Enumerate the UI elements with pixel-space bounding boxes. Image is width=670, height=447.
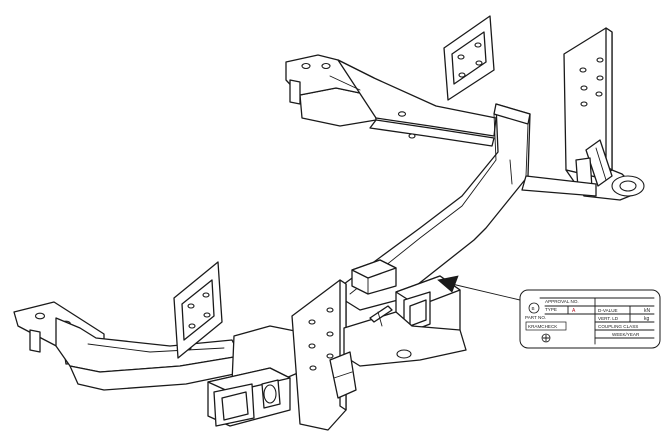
type-value: A: [572, 308, 576, 314]
pin-bracket: [329, 351, 357, 399]
svg-text:B: B: [532, 306, 535, 311]
type-label: TYPE: [545, 307, 557, 312]
rear-receiver: [343, 275, 467, 367]
week-year-label: WEEK/YEAR: [612, 332, 640, 337]
receiver-tube: [207, 367, 291, 427]
approval-mark-icon: [528, 302, 540, 314]
upper-mounting-arm: [285, 54, 497, 147]
part-no-label: PART NO.: [525, 315, 546, 320]
lower-gusset-plate: [173, 261, 223, 359]
vert-ld-unit: kg: [644, 316, 650, 322]
label-leader: [437, 275, 521, 301]
d-value-unit: kN: [644, 308, 651, 314]
center-clamp-block: [351, 259, 397, 295]
main-cross-tube: [343, 103, 597, 311]
d-value-label: D-VALUE: [598, 308, 618, 313]
approval-no-label: APPROVAL NO.: [545, 299, 579, 304]
right-side-bracket: [563, 27, 645, 201]
vert-ld-label: VERT. LD: [598, 316, 619, 321]
coupling-class-label: COUPLING CLASS: [598, 324, 638, 329]
upper-gusset-plate: [443, 15, 495, 101]
brand-label: KRAMCHECK: [528, 324, 558, 329]
id-label-plate: B APPROVAL NO. TYPE A PART NO. KRAMCHECK…: [519, 289, 661, 349]
